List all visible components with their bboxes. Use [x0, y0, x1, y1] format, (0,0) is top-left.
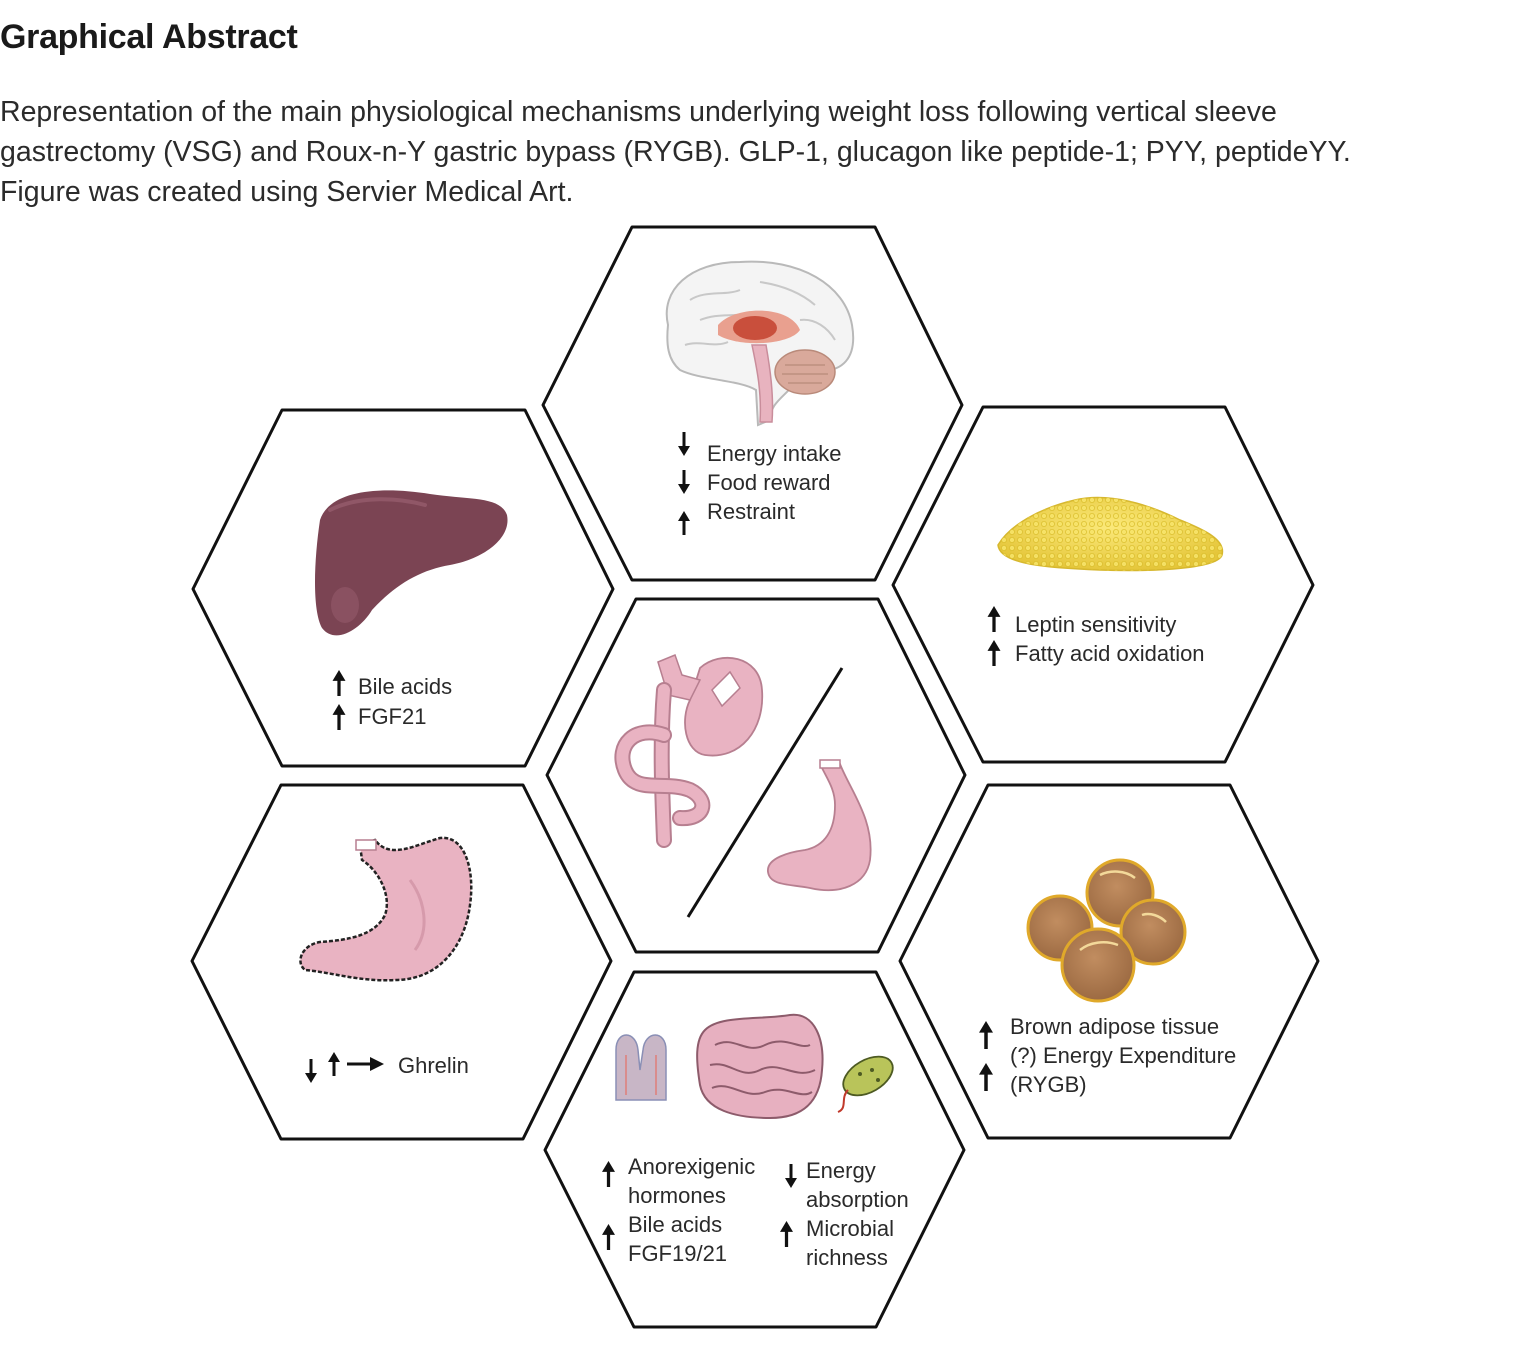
- caption-line: Representation of the main physiological…: [0, 96, 1277, 128]
- brain-effects: Energy intake Food reward Restraint: [678, 432, 842, 535]
- sleeve-stomach-icon: [767, 759, 872, 892]
- white-adipose-effect-label: Leptin sensitivity: [1015, 612, 1176, 637]
- brown-adipose-effect-label: Brown adipose tissue: [1010, 1014, 1219, 1039]
- brain-effect-label: Energy intake: [707, 441, 842, 466]
- arrow-up-icon: [328, 1052, 340, 1076]
- arrow-up-icon: [979, 1063, 993, 1091]
- brown-adipose-effects: Brown adipose tissue (?) Energy Expendit…: [979, 1014, 1236, 1097]
- brain-effect-label: Food reward: [707, 470, 831, 495]
- figure-caption: Representation of the main physiological…: [0, 92, 1526, 212]
- villi-icon: [615, 1034, 667, 1101]
- divider-line: [686, 667, 844, 918]
- arrow-up-icon: [987, 640, 1001, 666]
- caption-line: gastrectomy (VSG) and Roux-n-Y gastric b…: [0, 136, 1351, 168]
- liver-effect-label: FGF21: [358, 704, 426, 729]
- intestine-icon: [696, 1013, 824, 1120]
- hex-intestine: [543, 970, 966, 1329]
- stomach-effects: Ghrelin: [305, 1052, 469, 1083]
- brown-adipose-effect-label: (?) Energy Expenditure: [1010, 1043, 1236, 1068]
- white-adipose-effect-label: Fatty acid oxidation: [1015, 641, 1205, 666]
- arrow-right-icon: [347, 1057, 384, 1071]
- arrow-down-icon: [785, 1164, 797, 1188]
- stomach-effect-label: Ghrelin: [398, 1053, 469, 1078]
- arrow-down-icon: [305, 1059, 317, 1083]
- intestine-effect-label: Anorexigenic: [628, 1154, 755, 1179]
- caption-line: Figure was created using Servier Medical…: [0, 176, 574, 208]
- arrow-up-icon: [332, 704, 346, 730]
- arrow-up-icon: [602, 1161, 615, 1187]
- gastric-bypass-icon: [614, 654, 764, 848]
- brown-adipose-effect-label: (RYGB): [1010, 1072, 1087, 1097]
- white-adipose-effects: Leptin sensitivity Fatty acid oxidation: [987, 606, 1205, 666]
- intestine-effect-label: Bile acids: [628, 1212, 722, 1237]
- arrow-up-icon: [332, 670, 346, 696]
- arrow-up-icon: [987, 606, 1001, 632]
- hex-stomach: [190, 783, 613, 1141]
- arrow-down-icon: [678, 432, 690, 456]
- intestine-effect-label: hormones: [628, 1183, 726, 1208]
- intestine-effect-label: FGF19/21: [628, 1241, 727, 1266]
- arrow-up-icon: [979, 1021, 993, 1049]
- hex-brain: [541, 225, 964, 582]
- arrow-up-icon: [780, 1221, 793, 1247]
- liver-icon: [315, 490, 508, 636]
- intestine-effect-label: richness: [806, 1245, 888, 1270]
- stomach-icon: [299, 836, 473, 982]
- liver-effect-label: Bile acids: [358, 674, 452, 699]
- intestine-effect-label: absorption: [806, 1187, 909, 1212]
- hex-brown-adipose: [898, 783, 1320, 1140]
- brain-effect-label: Restraint: [707, 499, 795, 524]
- hex-center: [545, 597, 967, 954]
- white-adipose-icon: [997, 496, 1224, 572]
- page-title: Graphical Abstract: [0, 18, 298, 56]
- intestine-effects: Anorexigenic hormones Bile acids FGF19/2…: [602, 1154, 909, 1270]
- hex-white-adipose: [891, 405, 1315, 764]
- arrow-down-icon: [678, 470, 690, 494]
- arrow-up-icon: [678, 511, 690, 535]
- brain-icon: [665, 260, 855, 427]
- arrow-up-icon: [602, 1224, 615, 1250]
- brown-adipose-icon: [1026, 858, 1187, 1003]
- intestine-effect-label: Energy: [806, 1158, 876, 1183]
- hex-liver: [191, 408, 615, 768]
- bacterium-icon: [837, 1055, 894, 1113]
- liver-effects: Bile acids FGF21: [332, 670, 452, 730]
- intestine-effect-label: Microbial: [806, 1216, 894, 1241]
